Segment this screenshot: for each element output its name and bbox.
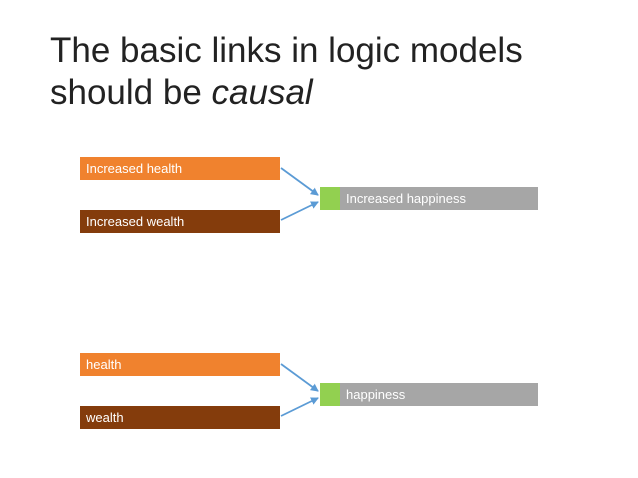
title-line-1: The basic links in logic models	[50, 31, 523, 70]
slide-title: The basic links in logic models should b…	[50, 30, 610, 114]
diagram-2-arrow-health	[280, 363, 319, 392]
diagram-2-output-marker	[320, 383, 340, 406]
diagram-1-output-marker	[320, 187, 340, 210]
title-emphasis: causal	[211, 73, 313, 112]
diagram-1-output-happiness: Increased happiness	[340, 187, 538, 210]
title-line-2: should be causal	[50, 72, 610, 114]
diagram-2-arrow-wealth	[280, 397, 319, 417]
title-line-2-prefix: should be	[50, 73, 212, 112]
diagram-1-input-wealth: Increased wealth	[80, 210, 280, 233]
diagram-2-output-happiness: happiness	[340, 383, 538, 406]
diagram-1-arrow-health	[280, 167, 319, 196]
diagram-2-input-wealth: wealth	[80, 406, 280, 429]
diagram-2-input-health: health	[80, 353, 280, 376]
diagram-1-arrow-wealth	[280, 201, 319, 221]
diagram-1-input-health: Increased health	[80, 157, 280, 180]
